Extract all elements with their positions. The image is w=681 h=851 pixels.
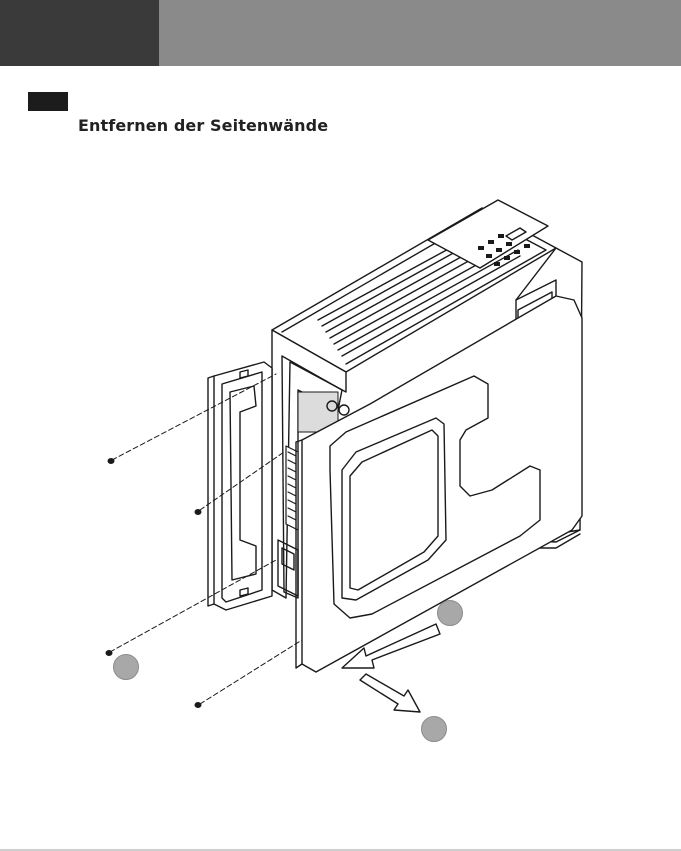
callout-circle-panel [437,600,463,626]
left-side-panel [208,362,272,610]
callout-circle-arrow [421,716,447,742]
callout-circle-left [113,654,139,680]
